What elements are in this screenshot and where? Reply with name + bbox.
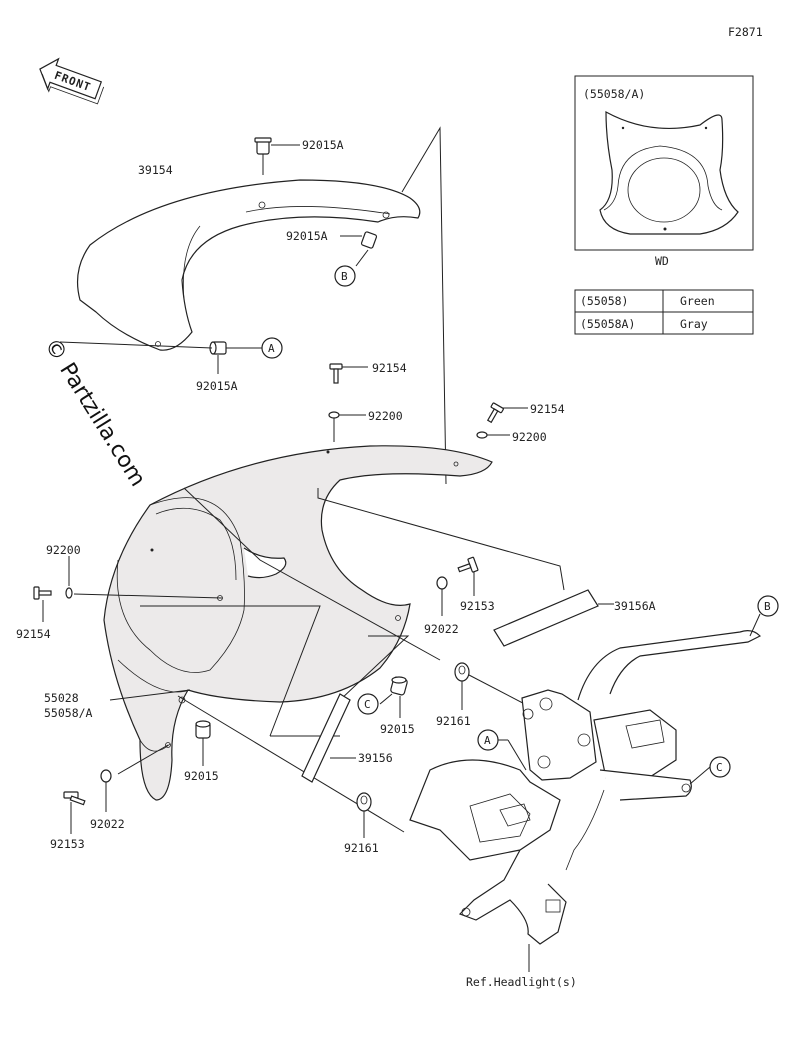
inset-panel: (55058/A) WD	[574, 75, 754, 268]
svg-text:C: C	[716, 761, 723, 774]
leader-line	[117, 744, 169, 775]
color-table: (55058) Green (55058A) Gray	[574, 289, 754, 335]
screw-92153-right	[457, 556, 479, 573]
callout-label: 92200	[46, 543, 81, 557]
washer-92200-right	[476, 431, 488, 439]
screw-92154-center	[329, 363, 343, 384]
washer-92022-left	[100, 769, 112, 783]
callout-label: 92015A	[302, 138, 344, 152]
figure-code: F2871	[728, 25, 763, 39]
ref-marker-c-2: C	[709, 756, 731, 778]
windshield-part-39154	[77, 179, 421, 351]
leader-line	[689, 766, 711, 785]
leader-line	[355, 249, 369, 267]
callout-label: Ref.Headlight(s)	[466, 975, 577, 989]
washer-92200-center	[328, 411, 340, 419]
grommet-92015A-mid	[360, 231, 378, 249]
leader-line	[183, 487, 441, 661]
callout-label: 92200	[512, 430, 547, 444]
svg-text:C: C	[364, 698, 371, 711]
callout-label: 92015A	[286, 229, 328, 243]
callout-label: 39156A	[614, 599, 656, 613]
color-table-color-2: Gray	[680, 317, 708, 331]
grommet-92015A-left	[209, 341, 227, 355]
leader-line	[339, 635, 410, 701]
collar-92015-left	[195, 720, 211, 739]
callout-label: 92153	[460, 599, 495, 613]
callout-label: 92154	[372, 361, 407, 375]
leader-line	[73, 593, 223, 599]
callout-label: 39156	[358, 751, 393, 765]
front-arrow-icon: FRONT	[39, 57, 105, 105]
washer-92200-left	[65, 587, 73, 599]
svg-text:A: A	[268, 342, 275, 355]
ref-marker-b-1: B	[334, 265, 356, 287]
color-table-part-2: (55058A)	[580, 317, 635, 331]
grommet-92161-lower	[356, 792, 372, 812]
screw-92154-left	[33, 586, 52, 600]
callout-label: 92161	[436, 714, 471, 728]
leader-line	[140, 605, 321, 737]
callout-label: 92015	[184, 769, 219, 783]
trim-strip-39156	[301, 693, 351, 783]
color-table-part-1: (55058)	[580, 294, 628, 308]
ref-marker-a-1: A	[261, 337, 283, 359]
screw-92153-left	[63, 791, 86, 806]
screw-92154-right	[486, 402, 504, 424]
windshield-inset-illustration	[599, 110, 739, 235]
color-table-color-1: Green	[680, 294, 715, 308]
callout-label: 55028	[44, 691, 79, 705]
callout-label: 92015A	[196, 379, 238, 393]
trim-strip-39156A	[493, 589, 599, 647]
callout-label: 92022	[90, 817, 125, 831]
svg-text:A: A	[484, 734, 491, 747]
svg-text:B: B	[341, 270, 348, 283]
callout-label: 39154	[138, 163, 173, 177]
ref-marker-b-2: B	[757, 595, 779, 617]
callout-label: 92200	[368, 409, 403, 423]
leader-line	[401, 126, 447, 485]
leader-line	[379, 693, 393, 705]
callout-label: 55058/A	[44, 706, 93, 720]
callout-label: 92154	[530, 402, 565, 416]
collar-92015-mid	[390, 676, 408, 696]
ref-marker-a-2: A	[477, 729, 499, 751]
leader-line	[507, 739, 527, 771]
grommet-92161-upper	[454, 662, 470, 682]
inset-caption: WD	[655, 254, 669, 268]
ref-marker-c-1: C	[357, 693, 379, 715]
grommet-92015A-top	[254, 137, 272, 155]
callout-label: 92015	[380, 722, 415, 736]
leader-line	[749, 613, 761, 637]
callout-label: 92022	[424, 622, 459, 636]
leader-line	[317, 488, 565, 591]
callout-label: 92154	[16, 627, 51, 641]
watermark-text: © Partzilla.com	[39, 334, 150, 491]
cowl-bracket-assembly	[409, 630, 762, 945]
leader-line	[59, 341, 213, 349]
inset-title: (55058/A)	[583, 87, 645, 101]
callout-label: 92153	[50, 837, 85, 851]
washer-92022-right	[436, 576, 448, 590]
leader-line	[109, 689, 191, 701]
callout-label: 92161	[344, 841, 379, 855]
svg-text:B: B	[764, 600, 771, 613]
